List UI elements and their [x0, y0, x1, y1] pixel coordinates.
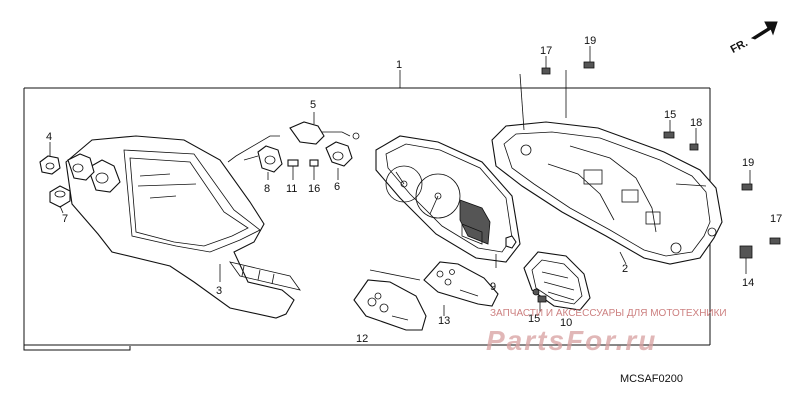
front-direction-label: FR.: [729, 37, 750, 56]
harness-part-5: [227, 112, 360, 163]
lens-plate-part-13: [423, 261, 499, 316]
callout-6: 6: [334, 181, 340, 193]
callout-19-lower: 19: [742, 157, 754, 169]
callout-10: 10: [560, 317, 572, 329]
callout-8: 8: [264, 183, 270, 195]
fastener-part-15-right: [663, 120, 675, 139]
callout-5: 5: [310, 99, 316, 111]
callout-17-upper: 17: [540, 45, 552, 57]
grommet-part-14: [739, 245, 753, 274]
callout-7: 7: [62, 213, 68, 225]
callout-15-upper: 15: [664, 109, 676, 121]
socket-part-8: [243, 145, 283, 180]
front-direction-arrow-icon: FR.: [729, 21, 778, 56]
lens-plate-part-12: [353, 269, 427, 331]
diagram-code: MCSAF0200: [620, 373, 683, 385]
fastener-part-15-bottom: [537, 295, 547, 312]
bulb-part-11: [287, 159, 299, 180]
watermark-logo: PartsFor.ru: [486, 325, 657, 356]
grommet-part-7: [49, 185, 71, 214]
meter-panel-part-9: [375, 135, 521, 268]
callout-14: 14: [742, 277, 754, 289]
fastener-part-19-top: [583, 46, 595, 69]
callout-3: 3: [216, 285, 222, 297]
fastener-part-17-top: [541, 56, 551, 75]
fastener-part-17-right: [769, 237, 781, 245]
callout-13: 13: [438, 315, 450, 327]
callout-9: 9: [490, 281, 496, 293]
callout-11: 11: [286, 183, 297, 195]
callout-17-lower: 17: [770, 213, 782, 225]
callout-2: 2: [622, 263, 628, 275]
callout-4: 4: [46, 131, 52, 143]
fastener-part-19-right: [741, 170, 753, 191]
bulb-part-16: [309, 159, 319, 180]
callout-12: 12: [356, 333, 368, 345]
callout-15-lower: 15: [528, 313, 540, 325]
clip-part-4: [39, 142, 61, 175]
circuit-board-part-10: [523, 251, 591, 311]
callout-18: 18: [690, 117, 702, 129]
fastener-part-18: [689, 128, 699, 151]
callout-19-upper: 19: [584, 35, 596, 47]
watermark-caption: ЗАПЧАСТИ И АКСЕССУАРЫ ДЛЯ МОТОТЕХНИКИ: [490, 308, 727, 319]
meter-base-part-2: [491, 70, 723, 265]
callout-1: 1: [396, 59, 402, 71]
socket-part-6: [325, 141, 353, 180]
meter-case-part-3: [65, 135, 301, 319]
callout-16: 16: [308, 183, 320, 195]
